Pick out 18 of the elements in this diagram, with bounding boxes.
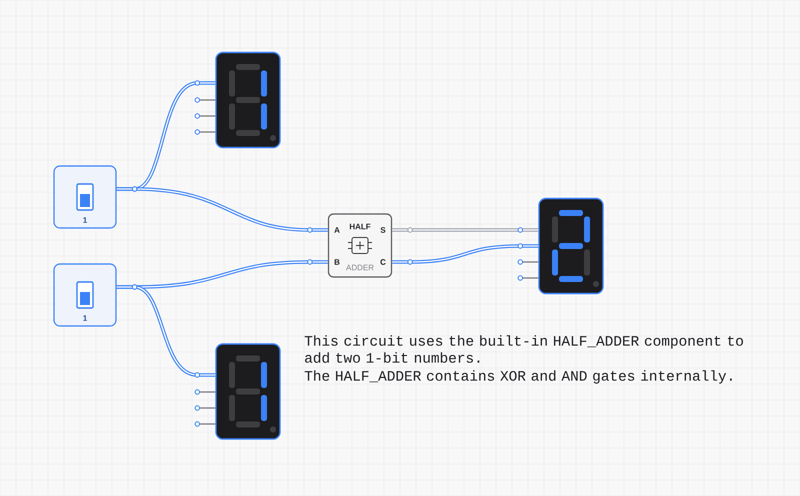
wire [392, 244, 538, 264]
wire [116, 285, 216, 377]
pin-label: B [334, 259, 340, 265]
wire [392, 228, 538, 232]
block-title: HALF [350, 224, 370, 230]
pin-label: C [380, 259, 386, 265]
seven-segment-display [215, 343, 281, 440]
half-adder-block [328, 213, 392, 278]
seven-segment-display [538, 198, 604, 294]
wire [116, 187, 328, 232]
note-text: This circuit uses the built-in HALF_ADDER component to add two 1-bit numbers. [304, 335, 743, 363]
pin-label: A [334, 227, 340, 233]
note-text: The HALF_ADDER contains XOR and AND gates internally. [304, 370, 732, 384]
pin-label: S [380, 227, 386, 233]
block-subtitle: ADDER [346, 264, 374, 270]
seven-segment-display [215, 52, 281, 148]
toggle-switch: 1 [53, 263, 117, 327]
toggle-switch: 1 [53, 165, 117, 229]
